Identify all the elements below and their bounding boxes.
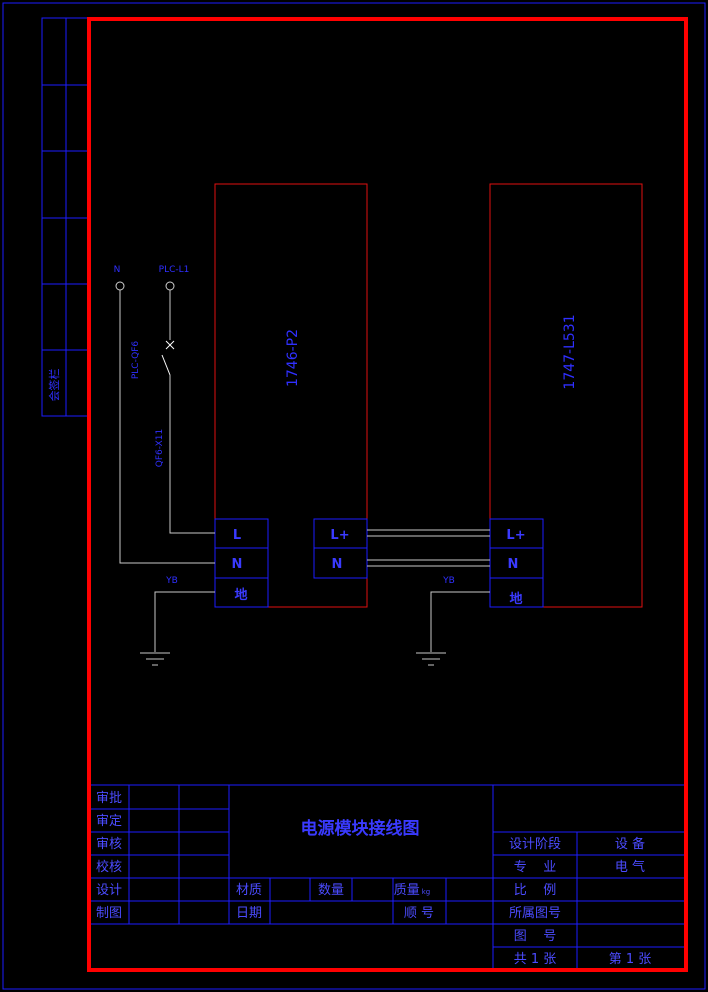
row-label-approve: 审批 [96, 791, 122, 806]
row-label-authorize: 审定 [96, 814, 122, 829]
sheet-number-label: 第 1 张 [609, 952, 652, 967]
row-label-review: 审核 [96, 837, 122, 852]
stage-value: 设 备 [615, 836, 645, 852]
discipline-label: 专 业 [514, 860, 557, 875]
wire-label: QF6-X11 [155, 429, 165, 467]
material-label: 材质 [236, 883, 262, 898]
module-box-l531 [489, 183, 643, 608]
order-label: 顺 号 [404, 906, 434, 921]
module-box-p2 [214, 183, 368, 608]
scale-label: 比 例 [514, 883, 557, 898]
title-block-grid [91, 784, 684, 968]
discipline-value: 电 气 [615, 859, 645, 875]
wire-n-link [367, 559, 490, 567]
terminal-block-l531 [489, 518, 544, 608]
number-label: 图 号 [514, 929, 557, 944]
port-l531-ground: 地 [509, 591, 522, 607]
breaker-switch [161, 354, 171, 376]
port-l531-n: N [508, 557, 519, 572]
terminal-plc-label: PLC-L1 [159, 265, 190, 275]
ground-symbol-right [416, 652, 446, 666]
stage-label: 设计阶段 [509, 837, 561, 852]
terminal-plc-circle [165, 281, 175, 291]
wire-n [119, 290, 215, 564]
wire-lplus [367, 529, 490, 537]
red-frame [87, 17, 688, 972]
row-label-draw: 制图 [96, 906, 122, 921]
module-name-p2: 1746-P2 [285, 329, 301, 387]
port-p2-aux-n: N [332, 557, 343, 572]
port-p2-lplus: L+ [330, 528, 349, 543]
date-label: 日期 [236, 906, 262, 921]
ground-wire-left [154, 591, 215, 652]
row-label-check: 校核 [96, 859, 122, 875]
total-sheets-label: 共 1 张 [514, 952, 557, 967]
port-p2-l: L [233, 528, 241, 543]
port-l531-lplus: L+ [506, 528, 525, 543]
wire-l [169, 375, 215, 534]
ground-wire-right [430, 591, 490, 652]
terminal-n-circle [115, 281, 125, 291]
port-p2-ground: 地 [234, 587, 247, 603]
row-label-design: 设计 [96, 883, 122, 898]
side-signature-strip [41, 17, 89, 417]
port-p2-n: N [232, 557, 243, 572]
side-strip-label: 会签栏 [47, 369, 61, 402]
breaker-x-mark [165, 340, 175, 350]
ground-label-right: YB [442, 576, 455, 586]
terminal-n-label: N [114, 265, 121, 275]
drawing-title: 电源模块接线图 [301, 818, 420, 839]
terminal-block-p2-aux [313, 518, 368, 579]
ground-symbol-left [140, 652, 170, 666]
breaker-label: PLC-QF6 [131, 341, 141, 380]
ground-label-left: YB [165, 576, 178, 586]
belongs-label: 所属图号 [509, 906, 561, 921]
module-name-l531: 1747-L531 [562, 314, 578, 389]
quantity-label: 数量 [318, 883, 344, 898]
